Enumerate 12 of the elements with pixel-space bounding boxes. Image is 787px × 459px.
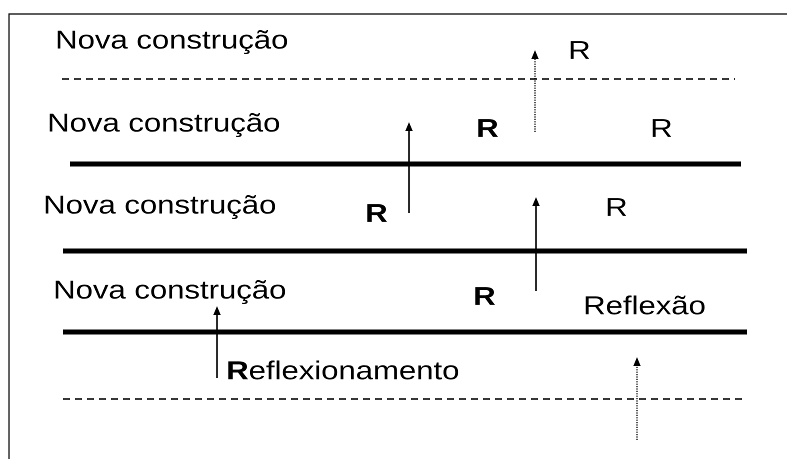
- layer-label: R: [608, 198, 626, 216]
- layer-label: R: [475, 287, 496, 305]
- layer-label: R: [478, 119, 498, 137]
- layer-label: R: [367, 204, 388, 222]
- layer-label: Nova construção: [56, 280, 286, 304]
- layer-label: R: [652, 119, 672, 137]
- layer-label: Nova construção: [46, 194, 276, 220]
- layer-label: Nova construção: [58, 30, 288, 54]
- layer-label: Reflexionamento: [228, 360, 458, 380]
- layer-label: Reflexão: [586, 295, 705, 314]
- layer-label: R: [570, 41, 590, 59]
- layer-label: Nova construção: [50, 112, 280, 138]
